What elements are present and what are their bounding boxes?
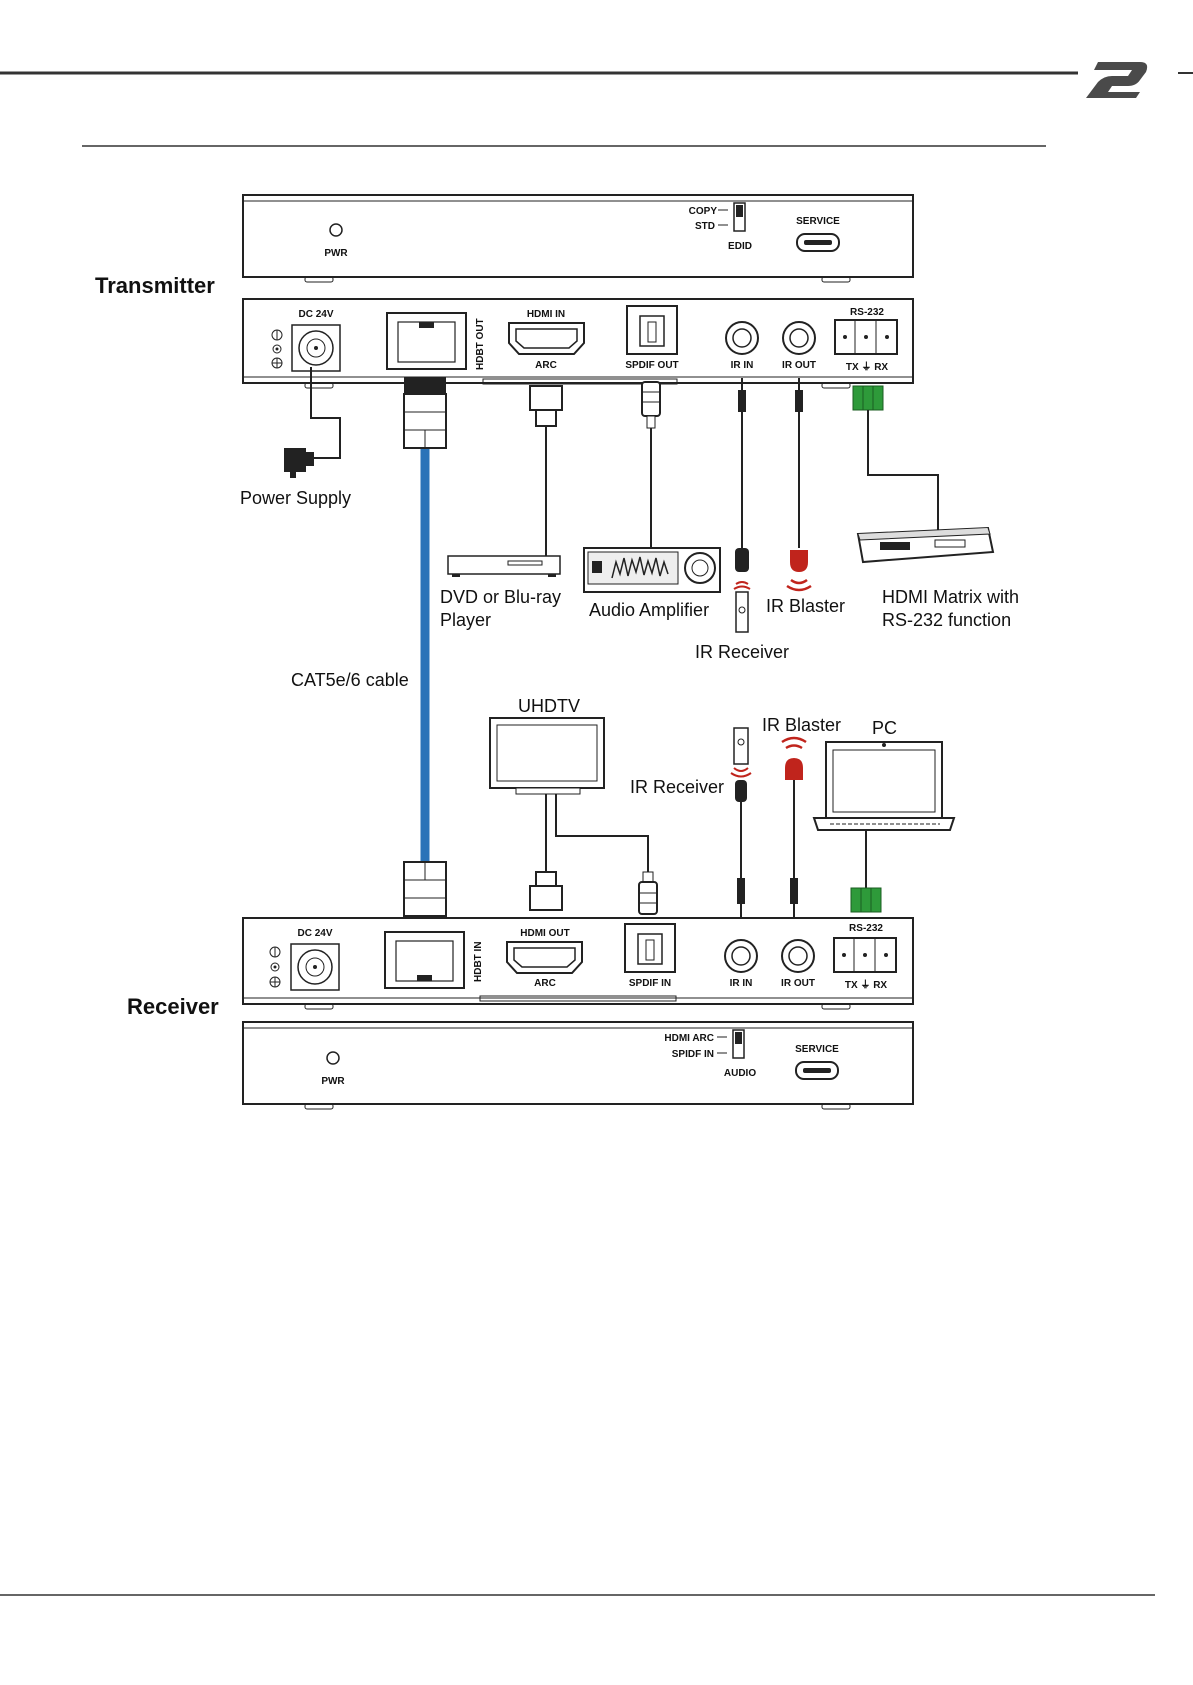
laptop-pc-icon: [812, 741, 956, 831]
receiver-label: Receiver: [127, 994, 219, 1019]
green-terminal-tx-icon: [852, 385, 884, 411]
hdbt-in-label: HDBT IN: [473, 941, 484, 982]
txrx-label: TX ⏚ RX: [846, 361, 889, 373]
ir-receiver-tx-label: IR Receiver: [695, 642, 789, 662]
hdmi-plug-rx-icon: [529, 871, 563, 911]
uhdtv-icon: [489, 717, 605, 795]
ir-blaster-rx-label: IR Blaster: [762, 715, 841, 735]
dc-label: DC 24V: [298, 309, 333, 320]
hdmi-in-port-icon: [508, 322, 585, 355]
ir-in-label: IR IN: [731, 360, 754, 371]
power-supply-label: Power Supply: [240, 488, 351, 508]
std-label: STD: [695, 221, 715, 232]
dc-power-jack-icon: [291, 324, 341, 372]
hdmi-out-port-icon: [506, 941, 583, 974]
rs232-terminal-rx-icon: [833, 937, 897, 973]
hdmi-matrix-icon: [856, 526, 995, 564]
hdbt-in-port-icon: [384, 931, 465, 989]
polarity-icon: [271, 329, 283, 369]
txrx-label-rx: TX ⏚ RX: [845, 979, 888, 991]
spdif-out-label: SPDIF OUT: [625, 360, 678, 371]
spidf-in-label: SPIDF IN: [672, 1049, 714, 1060]
arc-label: ARC: [535, 360, 557, 371]
ir-in-jack-rx-icon: [724, 939, 758, 973]
ir-in-label-rx: IR IN: [730, 978, 753, 989]
receiver-rear-panel: DC 24V HDBT IN HDMI OUT ARC SPDIF IN: [242, 917, 914, 1010]
power-supply-icon: [284, 448, 314, 478]
matrix-label-2: RS-232 function: [882, 610, 1011, 630]
ir-blaster-tx-icon: [786, 550, 812, 592]
power-cable: [310, 367, 341, 459]
pc-label: PC: [872, 718, 897, 738]
audio-amplifier-label: Audio Amplifier: [589, 600, 709, 620]
polarity-icon: [269, 946, 281, 988]
dvd-label-2: Player: [440, 610, 491, 630]
arc-label-rx: ARC: [534, 978, 556, 989]
optical-plug-rx-icon: [638, 871, 658, 915]
rs232-label-rx: RS-232: [849, 923, 883, 934]
spdif-in-label: SPDIF IN: [629, 978, 671, 989]
audio-amplifier-icon: [583, 547, 721, 593]
transmitter-rear-panel: DC 24V HDBT OUT HDMI IN ARC SPDIF OUT: [242, 298, 914, 389]
pwr-led-icon: [329, 223, 343, 237]
ir-out-label-rx: IR OUT: [781, 978, 815, 989]
rs232-label: RS-232: [850, 307, 884, 318]
hdmi-plug-tx-icon: [529, 385, 563, 427]
ir-out-jack-rx-icon: [781, 939, 815, 973]
hdmi-out-label: HDMI OUT: [520, 928, 569, 939]
cable-label: CAT5e/6 cable: [291, 670, 409, 690]
ir-out-jack-icon: [782, 321, 816, 355]
ir-in-jack-icon: [725, 321, 759, 355]
ir-out-label: IR OUT: [782, 360, 816, 371]
ir-blaster-rx-icon: [781, 736, 807, 780]
transmitter-label: Transmitter: [95, 273, 215, 298]
audio-label: AUDIO: [724, 1068, 756, 1079]
service-label-rx: SERVICE: [795, 1044, 839, 1055]
ir-blaster-tx-label: IR Blaster: [766, 596, 845, 616]
dc-label-rx: DC 24V: [297, 928, 332, 939]
ir-receiver-rx-label: IR Receiver: [630, 777, 724, 797]
transmitter-front-panel: PWR COPY STD EDID SERVICE: [242, 194, 914, 283]
spdif-out-port-icon: [626, 305, 678, 355]
receiver-front-panel: PWR HDMI ARC SPIDF IN AUDIO SERVICE: [242, 1021, 914, 1110]
green-terminal-rx-icon: [850, 887, 882, 913]
matrix-label-1: HDMI Matrix with: [882, 587, 1019, 607]
edid-switch[interactable]: [733, 202, 746, 232]
pwr-label: PWR: [324, 248, 348, 259]
ir-receiver-tx-icon: [733, 548, 751, 633]
rj45-plug-top-icon: [403, 377, 447, 449]
hdmi-in-label: HDMI IN: [527, 309, 565, 320]
spdif-in-port-icon: [624, 923, 676, 973]
copy-label: COPY: [689, 206, 718, 217]
service-usb-port-rx-icon: [795, 1061, 839, 1080]
edid-label: EDID: [728, 241, 752, 252]
audio-switch[interactable]: [732, 1029, 745, 1059]
optical-plug-tx-icon: [641, 381, 661, 429]
pwr-label-rx: PWR: [321, 1076, 345, 1087]
optical-cable-rx: [555, 794, 649, 872]
dc-power-jack-rx-icon: [290, 943, 340, 991]
hdbt-out-port-icon: [386, 312, 467, 370]
brand-logo: [1086, 62, 1148, 98]
dvd-label-1: DVD or Blu-ray: [440, 587, 561, 607]
rs232-cable-tx: [867, 410, 939, 532]
ir-receiver-rx-icon: [730, 727, 752, 802]
rs232-terminal-icon: [834, 319, 898, 355]
hdmi-arc-label: HDMI ARC: [664, 1033, 714, 1044]
service-usb-port-icon: [796, 233, 840, 252]
service-label: SERVICE: [796, 216, 840, 227]
dvd-player-icon: [447, 555, 561, 577]
hdbt-out-label: HDBT OUT: [475, 318, 486, 370]
uhdtv-label: UHDTV: [518, 696, 580, 716]
pwr-led-rx-icon: [326, 1051, 340, 1065]
